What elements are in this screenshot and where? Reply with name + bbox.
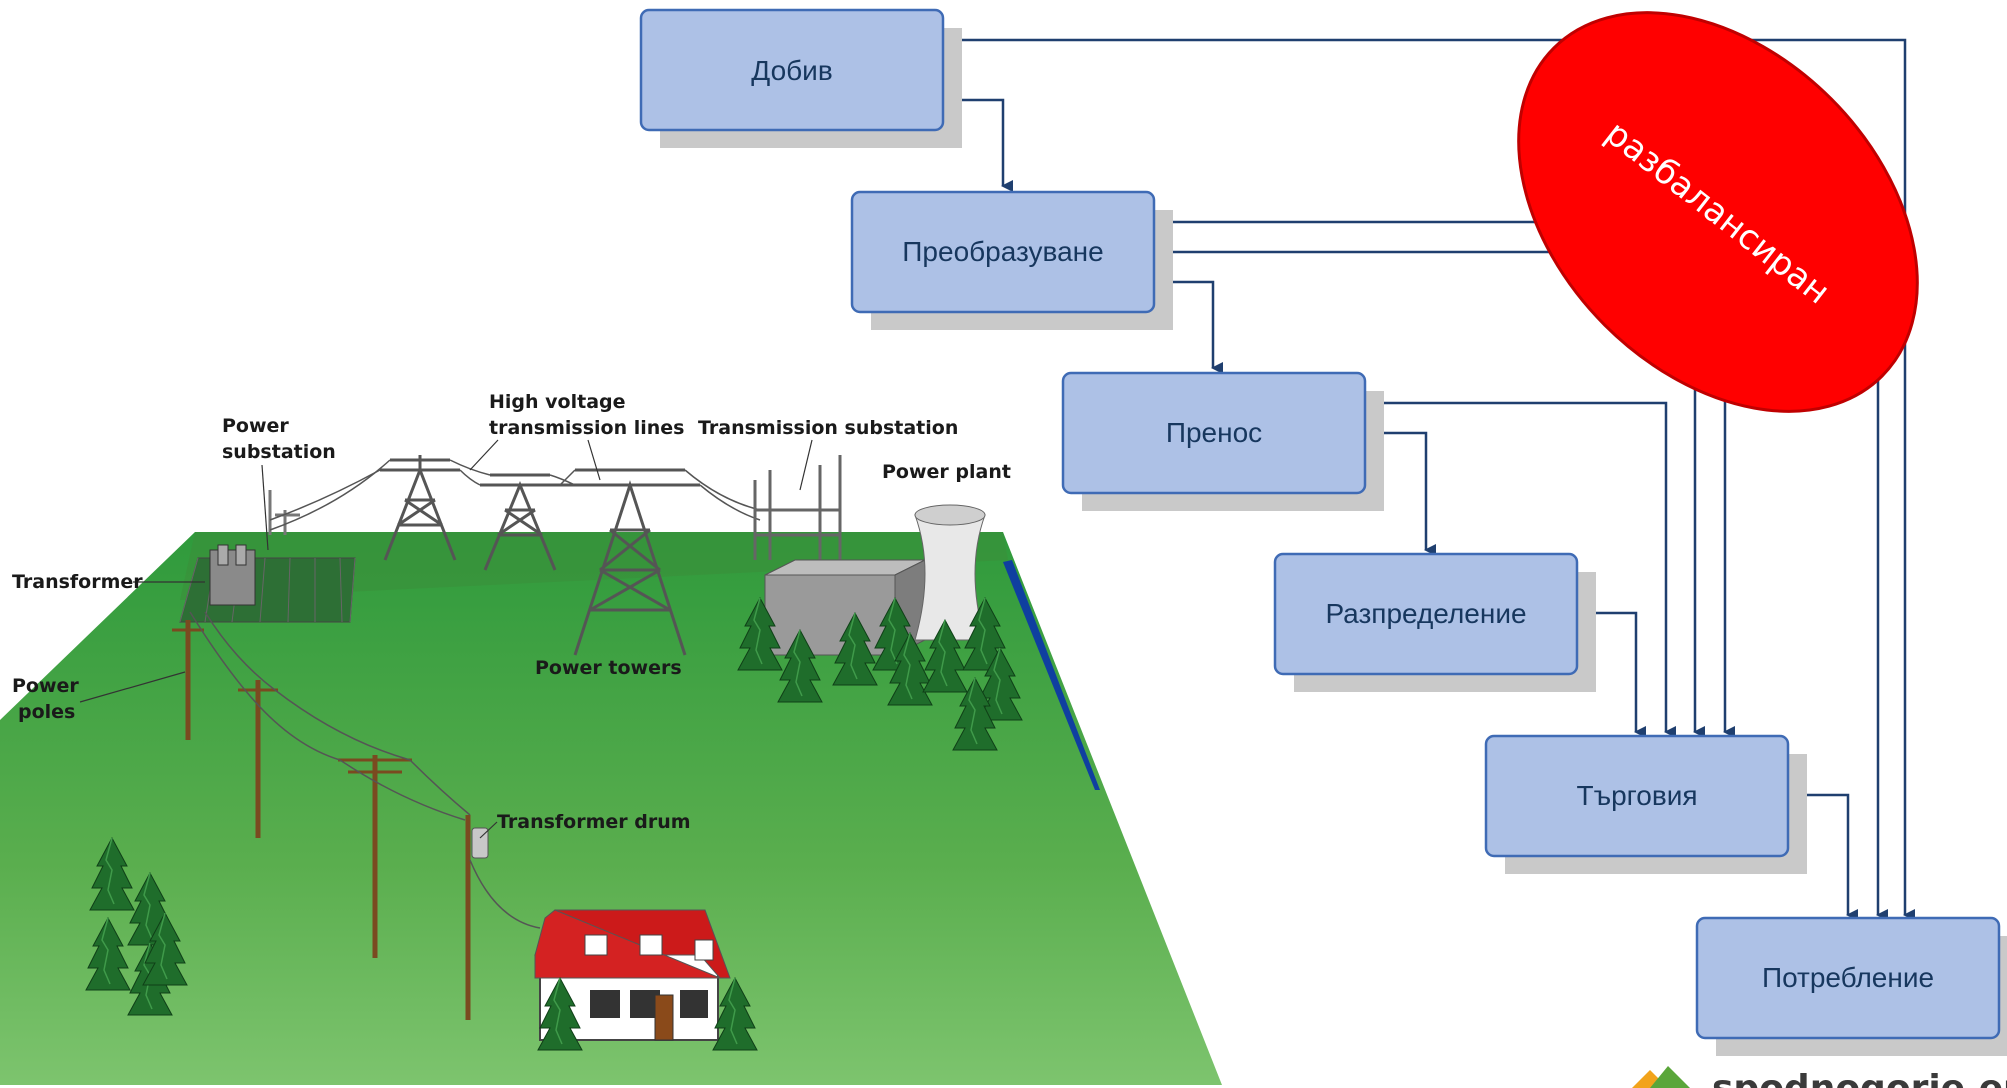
stage-targoviya[interactable]: Търговия [1484, 734, 1807, 874]
unbalanced-ellipse: разбалансиран [1517, 11, 1919, 413]
label-power-poles-2: poles [18, 701, 75, 723]
label-power-towers: Power towers [535, 657, 682, 679]
stage-potreblenie-label: Потребление [1762, 962, 1934, 993]
stage-prenos-label: Пренос [1166, 417, 1262, 448]
stage-dobiv-label: Добив [751, 55, 832, 86]
stage-razpredelenie[interactable]: Разпределение [1273, 552, 1596, 692]
transmission-substation [753, 455, 842, 565]
stage-dobiv[interactable]: Добив [639, 8, 962, 148]
label-transformer: Transformer [12, 571, 143, 593]
brand-text: spodnogorie.eu [1712, 1068, 2007, 1088]
label-transformer-drum: Transformer drum [497, 811, 691, 833]
label-power-plant: Power plant [882, 461, 1011, 483]
stage-potreblenie[interactable]: Потребление [1695, 916, 2007, 1056]
stage-razpredelenie-label: Разпределение [1325, 598, 1526, 629]
label-transmission-substation: Transmission substation [698, 417, 958, 439]
label-power-poles-1: Power [12, 675, 79, 697]
brand-logo: spodnogorie.eu [1632, 1066, 2007, 1088]
power-grid-illustration: Power substation High voltage transmissi… [0, 391, 1222, 1085]
power-substation [179, 490, 356, 623]
label-hv-lines-1: High voltage [489, 391, 626, 413]
river [1003, 560, 1100, 790]
label-power-substation-2: substation [222, 441, 336, 463]
stage-targoviya-label: Търговия [1576, 780, 1697, 811]
stage-preobrazuvane-label: Преобразуване [902, 236, 1103, 267]
stage-prenos[interactable]: Пренос [1061, 371, 1384, 511]
dark-field [180, 532, 1008, 600]
stage-preobrazuvane[interactable]: Преобразуване [850, 190, 1173, 330]
label-power-substation-1: Power [222, 415, 289, 437]
label-hv-lines-2: transmission lines [489, 417, 685, 439]
callout-lines [79, 439, 813, 839]
power-towers [380, 455, 700, 656]
transformer-drum [471, 827, 489, 859]
energy-flow-diagram: Добив Преобразуване Пренос Разпределение… [639, 8, 2007, 1056]
power-poles [172, 611, 541, 1020]
